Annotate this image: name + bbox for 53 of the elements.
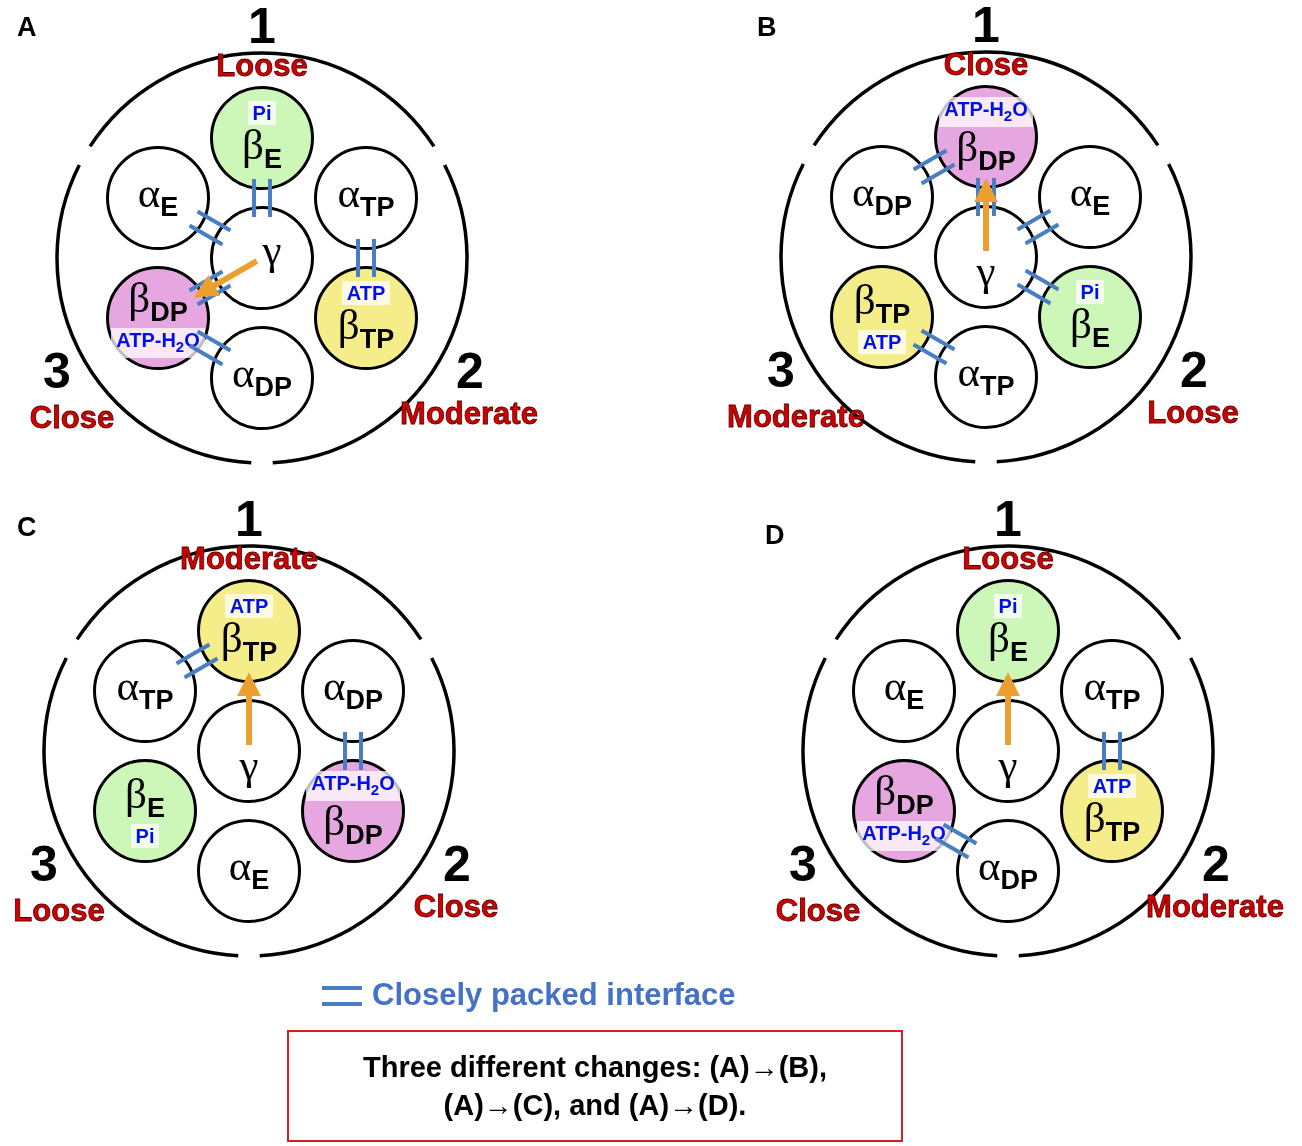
ligand-label: ATP-H$_{2}$O: [939, 96, 1033, 128]
ligand-label: ATP: [857, 330, 907, 355]
subunit-label: β$_{DP}$: [956, 127, 1016, 178]
subunit-label: β$_{TP}$: [853, 279, 911, 331]
rotation-arrow: [974, 178, 998, 251]
position-number: 3: [30, 835, 58, 893]
ligand-label: Pi: [130, 824, 160, 849]
subunit-label: α$_{TP}$: [957, 351, 1015, 403]
subunit-label: β$_{DP}$: [128, 277, 188, 328]
ligand-label: Pi: [993, 593, 1023, 618]
position-number: 3: [789, 835, 817, 893]
subunit-label: α$_{DP}$: [231, 352, 292, 404]
subunit-label: β$_{DP}$: [874, 770, 934, 821]
subunit-label: α$_{DP}$: [977, 845, 1038, 897]
panel-letter: C: [17, 512, 37, 543]
subunit-label: α$_{DP}$: [851, 171, 912, 223]
state-label: Moderate: [727, 399, 865, 435]
subunit-label: β$_{TP}$: [220, 617, 278, 669]
subunit-label: α$_{DP}$: [322, 665, 383, 717]
rotation-arrow: [237, 672, 261, 745]
subunit-label: β$_{E}$: [125, 773, 165, 825]
ligand-label: ATP-H$_{2}$O: [306, 770, 400, 802]
subunit-label: β$_{TP}$: [337, 304, 395, 356]
ligand-label: ATP: [341, 280, 391, 305]
ligand-label: ATP: [1087, 773, 1137, 798]
position-number: 3: [767, 341, 795, 399]
subunit-label: β$_{E}$: [1070, 303, 1110, 355]
subunit-label: β$_{DP}$: [323, 801, 383, 852]
position-number: 3: [43, 342, 71, 400]
ligand-label: ATP: [224, 593, 274, 618]
panel-letter: D: [765, 520, 785, 551]
note-text: Three different changes: (A)→(B), (A)→(C), and (A)→(D).: [362, 1050, 828, 1123]
ligand-label: Pi: [247, 100, 277, 125]
subunit-label: α$_{TP}$: [116, 665, 174, 717]
subunit-label: α$_{TP}$: [1083, 665, 1141, 717]
rotation-arrow: [193, 258, 259, 298]
subunit-label: α$_{E}$: [883, 665, 925, 717]
subunit-label: β$_{TP}$: [1083, 797, 1141, 849]
state-label: Close: [775, 893, 861, 929]
ligand-label: Pi: [1075, 279, 1105, 304]
subunit-label: α$_{E}$: [228, 845, 270, 897]
subunit-label: β$_{E}$: [242, 124, 282, 176]
panel-letter: A: [17, 12, 37, 43]
legend-text: Closely packed interface: [372, 977, 736, 1013]
panel-letter: B: [757, 12, 777, 43]
subunit-label: α$_{E}$: [1069, 171, 1111, 223]
subunit-label: β$_{E}$: [988, 617, 1028, 669]
subunit-label: α$_{E}$: [137, 172, 179, 224]
subunit-label: α$_{TP}$: [337, 172, 395, 224]
note-box: [287, 1030, 903, 1142]
state-label: Close: [29, 400, 115, 436]
state-label: Loose: [13, 893, 105, 929]
rotation-arrow: [996, 672, 1020, 745]
